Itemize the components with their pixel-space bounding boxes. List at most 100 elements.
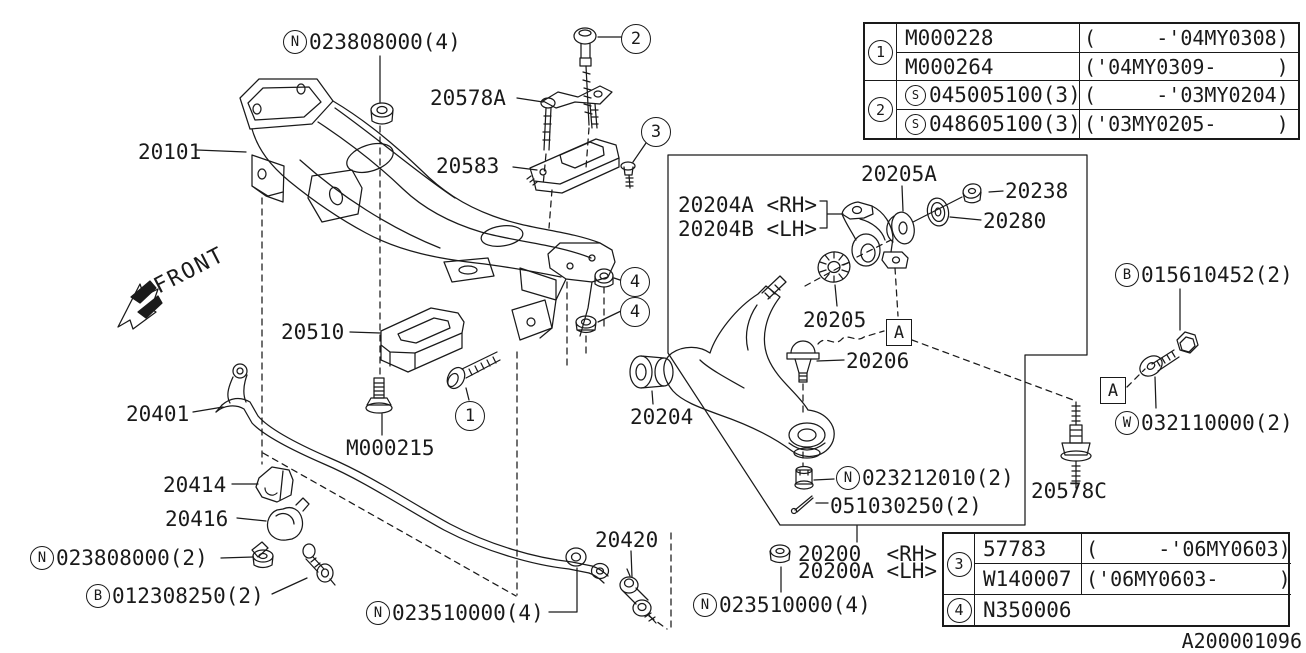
dashed-lines — [261, 125, 1146, 630]
circled-n-icon: N — [30, 546, 54, 570]
fastener-number: 023510000(4) — [392, 600, 544, 625]
leader-lines — [192, 36, 1181, 613]
date-range-cell: ('06MY0603- ) — [1082, 564, 1291, 595]
part-number: 57783 — [983, 536, 1047, 561]
section-marker-a-center: A — [886, 319, 912, 346]
part-label-20204: 20204 — [630, 405, 694, 429]
part-number-cell: M000228 — [897, 24, 1080, 53]
fastener-number: 012308250(2) — [112, 583, 264, 608]
part-label-20420: 20420 — [595, 528, 659, 552]
front-arrow — [117, 280, 163, 330]
table-ref-cell: 1 — [865, 24, 897, 81]
circled-b-icon: B — [86, 584, 110, 608]
circled-n-icon: N — [366, 601, 390, 625]
fastener-number: 015610452(2) — [1141, 262, 1293, 287]
part-number-cell: 57783 — [975, 534, 1082, 564]
circled-s-icon: S — [905, 84, 926, 106]
circled-b-icon: B — [1115, 263, 1139, 287]
nut-20238 — [962, 183, 982, 204]
part-number: 048605100(3) — [929, 112, 1081, 136]
washer-20205A — [886, 211, 915, 245]
date-range-cell: ('03MY0205- ) — [1084, 112, 1289, 136]
part-label-20578C: 20578C — [1031, 479, 1107, 503]
callout-4a: 4 — [620, 267, 650, 297]
table-ref-cell: 2 — [865, 81, 897, 138]
date-range-cell: ( -'03MY0204) — [1080, 81, 1298, 110]
table-ref-cell: 3 — [944, 534, 975, 595]
callout-1: 1 — [455, 401, 485, 431]
part-label-20416: 20416 — [165, 507, 229, 531]
callout-2: 2 — [621, 24, 651, 54]
part-label-20200A-lh: 20200A <LH> — [798, 559, 938, 583]
part-label-20205: 20205 — [803, 308, 867, 332]
part-label-M000215: M000215 — [346, 436, 435, 460]
frame-bolts-drawing — [365, 351, 501, 414]
circled-n-icon: N — [693, 593, 717, 617]
fastener-number: 023212010(2) — [862, 465, 1014, 490]
part-number: M000228 — [905, 26, 994, 50]
part-label-051030250: 051030250(2) — [830, 494, 982, 518]
washer-20280 — [926, 197, 950, 227]
part-number-cell: M000264 — [897, 53, 1080, 81]
part-label-20280: 20280 — [983, 209, 1047, 233]
part-label-20414: 20414 — [163, 473, 227, 497]
part-number-cell: N350006 — [975, 595, 1291, 625]
part-label-20401: 20401 — [126, 402, 190, 426]
fastener-number: 032110000(2) — [1141, 410, 1293, 435]
diagram-id: A200001096 — [1181, 629, 1302, 653]
mount-nuts-drawing — [575, 268, 614, 334]
part-label-20205A: 20205A — [861, 162, 937, 186]
ref-circle-1: 1 — [868, 39, 893, 65]
circled-s-icon: S — [905, 113, 926, 135]
ball-joint-drawing — [786, 340, 820, 515]
table-ref-cell: 4 — [944, 595, 975, 625]
part-number: M000264 — [905, 54, 994, 79]
part-label-20510: 20510 — [281, 320, 345, 344]
fastener-number: 023510000(4) — [719, 592, 871, 617]
part-number-cell: W140007 — [975, 564, 1082, 595]
ref-circle-3: 3 — [946, 551, 972, 577]
toothed-washer-20205 — [817, 251, 851, 283]
circled-n-icon: N — [836, 466, 860, 490]
part-number: W140007 — [983, 567, 1072, 591]
stabilizer-link-drawing — [619, 544, 791, 624]
callout-4b: 4 — [620, 297, 650, 327]
part-number: 045005100(3) — [929, 83, 1081, 107]
part-label-20204A-rh: 20204A <RH> — [678, 193, 818, 217]
section-marker-a-right: A — [1100, 377, 1126, 404]
fastener-number: 023808000(2) — [56, 545, 208, 570]
date-range-cell: ( -'06MY0603) — [1082, 534, 1291, 564]
applicability-table-top: 1 2 M000228 ( -'04MY0308) M000264 ('04MY… — [863, 22, 1300, 140]
fastener-number: 023808000(4) — [309, 29, 461, 54]
support-bracket-drawing — [817, 183, 982, 283]
part-label-20101: 20101 — [138, 140, 202, 164]
top-mount-hardware-drawing — [370, 27, 636, 194]
part-label-20206: 20206 — [846, 349, 910, 373]
control-arm-drawing — [629, 275, 835, 459]
stabilizer-bar-drawing — [215, 363, 610, 586]
applicability-table-bottom: 3 4 57783 ( -'06MY0603) W140007 ('06MY06… — [942, 532, 1291, 627]
part-label-20583: 20583 — [436, 154, 500, 178]
ref-circle-2: 2 — [868, 97, 893, 122]
part-label-20238: 20238 — [1005, 179, 1069, 203]
callout-3: 3 — [641, 117, 671, 147]
part-number: N350006 — [983, 598, 1072, 622]
date-range-cell: ('04MY0309- ) — [1080, 53, 1298, 81]
jackup-plate-drawing — [380, 307, 465, 373]
part-label-20200-rh: 20200 <RH> — [798, 542, 938, 566]
right-hardware-drawing — [1060, 331, 1199, 489]
part-label-20578A: 20578A — [430, 86, 506, 110]
part-label-20204B-lh: 20204B <LH> — [678, 217, 818, 241]
